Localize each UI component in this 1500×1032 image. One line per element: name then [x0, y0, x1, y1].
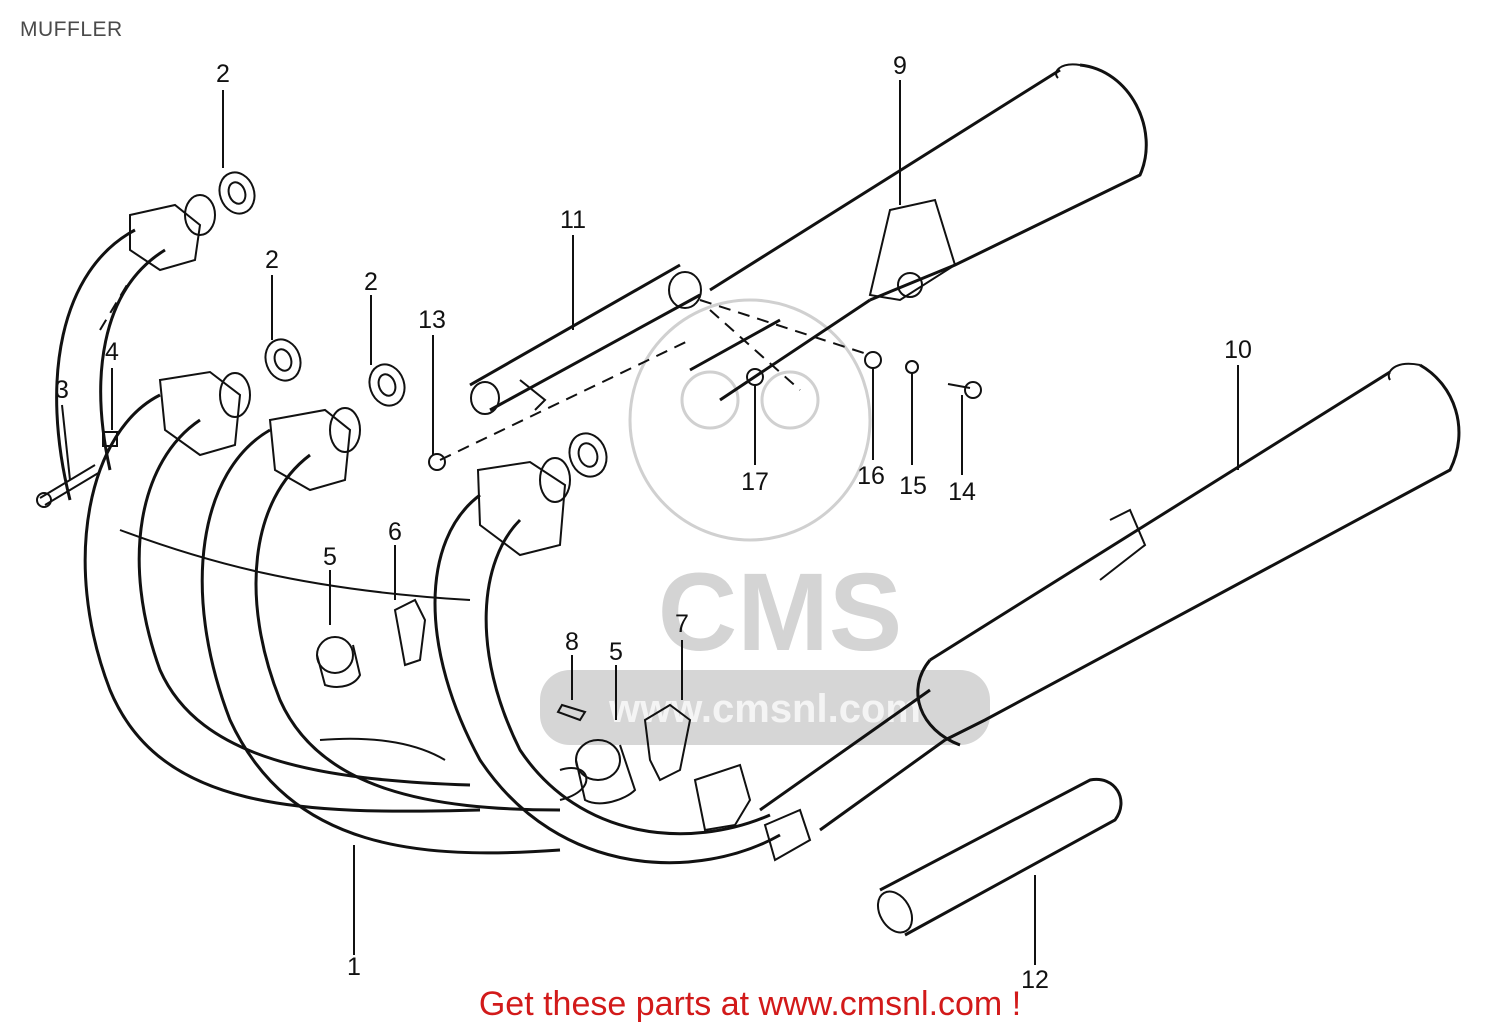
- watermark-url: www.cmsnl.com: [608, 687, 921, 731]
- assembly-lines: [99, 279, 871, 461]
- callout-2: 2: [216, 60, 230, 88]
- diagram-title: MUFFLER: [20, 18, 123, 41]
- pipe-flanges: [129, 194, 571, 557]
- hardware: [36, 351, 982, 508]
- callout-3: 3: [55, 376, 69, 404]
- callout-6: 6: [388, 518, 402, 546]
- callout-labels: 2 2 2 13 3 4 11 9 10 17 16 15 14 5 6 8 5…: [55, 52, 1252, 994]
- watermark-mascot-head: [628, 298, 872, 542]
- callout-11: 11: [560, 206, 586, 234]
- watermark-mascot-eye: [760, 370, 820, 430]
- muffler-cover: [876, 777, 1123, 937]
- callout-1: 1: [347, 953, 361, 981]
- gaskets: [218, 171, 608, 478]
- callout-7: 7: [675, 610, 689, 638]
- callout-14: 14: [948, 478, 976, 506]
- muffler-right: [759, 362, 1461, 832]
- callout-4: 4: [105, 338, 119, 366]
- leader-lines: [61, 80, 1239, 965]
- callout-2: 2: [265, 246, 279, 274]
- watermark-mascot-eye: [680, 370, 740, 430]
- callout-10: 10: [1224, 336, 1252, 364]
- header-pipes: [55, 228, 781, 865]
- callout-8: 8: [565, 628, 579, 656]
- callout-2: 2: [364, 268, 378, 296]
- callout-13: 13: [418, 306, 446, 334]
- callout-17: 17: [741, 468, 769, 496]
- cms-watermark: CMS www.cmsnl.com: [540, 298, 990, 745]
- watermark-brand: CMS: [658, 551, 902, 674]
- sleeves-and-clamps: [316, 598, 812, 862]
- callout-9: 9: [893, 52, 907, 80]
- cta-link[interactable]: Get these parts at www.cmsnl.com !: [478, 985, 1022, 1023]
- connector-pipe: [469, 263, 702, 415]
- muffler-upper: [689, 63, 1148, 402]
- callout-5: 5: [609, 638, 623, 666]
- callout-15: 15: [899, 472, 927, 500]
- callout-12: 12: [1021, 966, 1049, 994]
- callout-16: 16: [857, 462, 885, 490]
- callout-5: 5: [323, 543, 337, 571]
